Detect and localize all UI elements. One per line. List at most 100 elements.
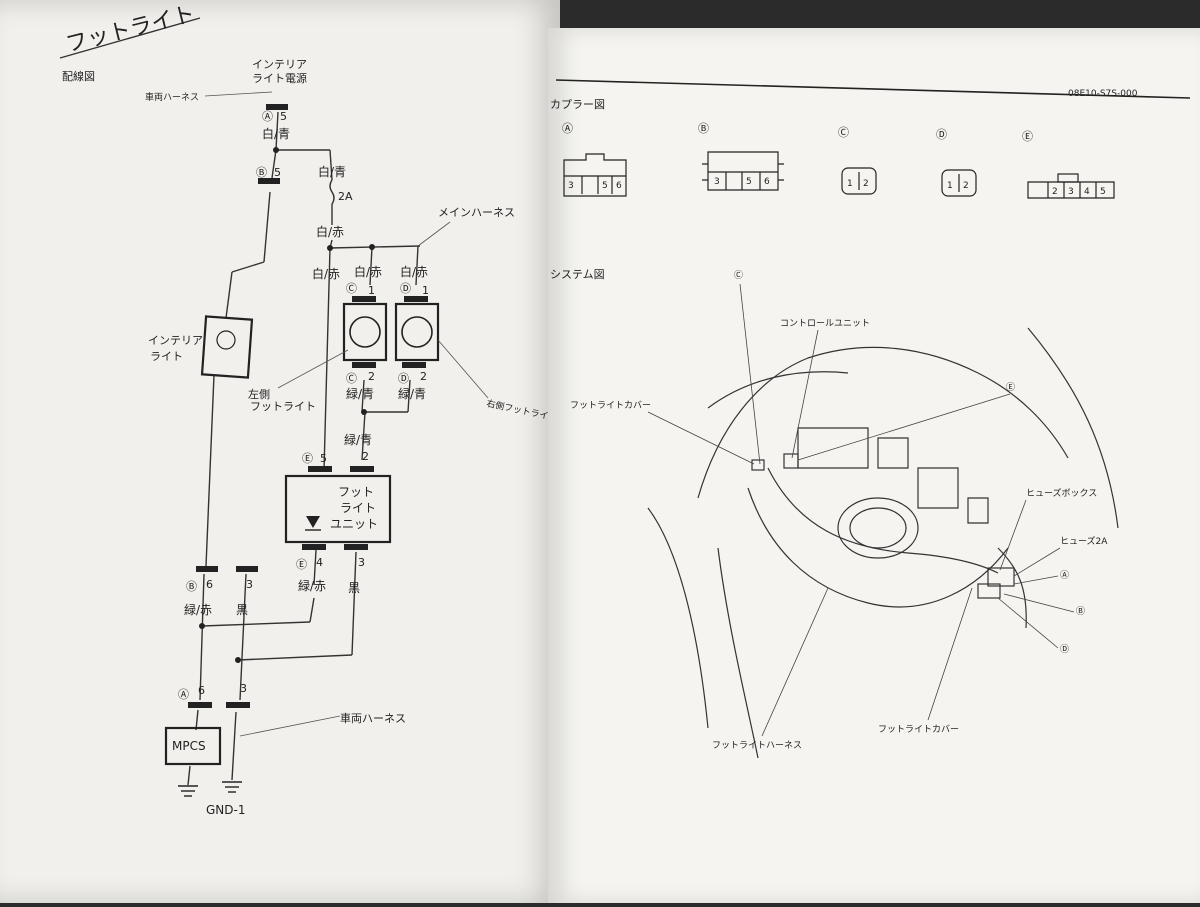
marker-d-system: Ⓓ [1060, 644, 1069, 655]
vehicle-harness-label-top: 車両ハーネス [145, 91, 199, 103]
mpcs-box [164, 726, 222, 766]
left-lamp-bulb-icon [349, 316, 381, 348]
right-page-coupler-system: 08E10-S7S-000 カプラー図 Ⓐ 3 5 6 Ⓑ 3 5 6 Ⓒ 1 … [548, 28, 1200, 903]
pin-b5: 5 [274, 166, 281, 179]
source-label-bottom: ライト電源 [252, 71, 307, 85]
callout-footlight-cover-top: フットライトカバー [570, 400, 651, 411]
coupler-e-mark: Ⓔ [1022, 130, 1033, 143]
wire-label-g-red-2: 緑/赤 [184, 602, 212, 617]
marker-b-system: Ⓑ [1076, 606, 1085, 617]
right-footlight-lamp [394, 302, 440, 362]
coupler-b-pin-5: 5 [746, 177, 752, 187]
pin-e3: 3 [358, 556, 365, 569]
pin-a3: 3 [240, 682, 247, 695]
coupler-a-pin-5: 5 [602, 181, 608, 191]
connector-c-mark-top: Ⓒ [346, 282, 357, 295]
ground-icon-gnd1 [222, 781, 242, 793]
marker-e-system: Ⓔ [1006, 382, 1015, 393]
coupler-d-pin-1: 1 [947, 181, 953, 191]
coupler-e-pin-2: 2 [1052, 187, 1058, 197]
connector-e-mark-top: Ⓔ [302, 452, 313, 465]
footlight-unit-box [284, 474, 392, 544]
coupler-d-mark: Ⓓ [936, 128, 947, 141]
connector-d-mark-bottom: Ⓓ [398, 372, 409, 385]
coupler-a-pin-3: 3 [568, 181, 574, 191]
pin-b3: 3 [246, 578, 253, 591]
connector-c-mark-bottom: Ⓒ [346, 372, 357, 385]
wire-label-w-red-3: 白/赤 [354, 264, 382, 279]
marker-c-system: Ⓒ [734, 270, 743, 281]
wire-label-w-blue-1: 白/青 [262, 126, 290, 141]
source-label-top: インテリア [252, 58, 307, 71]
wire-label-w-red-2: 白/赤 [312, 266, 340, 281]
wire-label-w-red-4: 白/赤 [400, 264, 428, 279]
pin-c1: 1 [368, 284, 375, 297]
pin-e4: 4 [316, 556, 323, 569]
coupler-b-pin-6: 6 [764, 177, 770, 187]
coupler-e-shape [1027, 173, 1115, 199]
fuse-label: 2A [338, 190, 353, 203]
connector-b5 [258, 178, 280, 184]
wire-label-black-2: 黒 [236, 603, 248, 617]
connector-d-mark-top: Ⓓ [400, 282, 411, 295]
coupler-c-pin-1: 1 [847, 179, 853, 189]
callout-footlight-cover-bottom: フットライトカバー [878, 724, 959, 735]
callout-fuse-2a: ヒューズ2A [1060, 535, 1108, 547]
coupler-b-pin-3: 3 [714, 177, 720, 187]
coupler-b-shape [702, 151, 784, 191]
coupler-c-pin-2: 2 [863, 179, 869, 189]
connector-a-top-mark: Ⓐ [262, 110, 273, 123]
coupler-e-pin-3: 3 [1068, 187, 1074, 197]
vehicle-harness-label-bottom: 車両ハーネス [340, 711, 406, 725]
connector-a-mark-bottom: Ⓐ [178, 688, 189, 701]
coupler-a-pin-6: 6 [616, 181, 622, 191]
pin-a6: 6 [198, 684, 205, 697]
coupler-a-shape [563, 153, 627, 197]
coupler-a-mark: Ⓐ [562, 122, 573, 135]
connector-b-mark-top: Ⓑ [256, 166, 267, 179]
left-page-wiring-diagram: フットライト 配線図 インテリア ライト電源 車両ハーネス Ⓐ 5 [0, 0, 560, 903]
interior-light-box [200, 315, 254, 379]
callout-footlight-harness: フットライトハーネス [712, 740, 802, 751]
connector-b-mark-bottom: Ⓑ [186, 580, 197, 593]
interior-light-bulb-icon [216, 330, 236, 350]
main-harness-label: メインハーネス [438, 206, 515, 219]
pin-e5: 5 [320, 452, 327, 465]
pin-c2: 2 [368, 370, 375, 383]
coupler-b-mark: Ⓑ [698, 122, 709, 135]
wire-label-black-1: 黒 [348, 581, 360, 595]
wire-label-g-blue-1: 緑/青 [346, 386, 374, 401]
unit-label-c: ユニット [330, 517, 378, 531]
callout-fuse-box: ヒューズボックス [1026, 487, 1097, 499]
coupler-c-shape [841, 167, 877, 195]
coupler-d-pin-2: 2 [963, 181, 969, 191]
section-title-wiring: 配線図 [62, 69, 95, 83]
wire-label-g-blue-2: 緑/青 [398, 386, 426, 401]
wire-label-w-red-1: 白/赤 [316, 224, 344, 239]
right-lamp-bulb-icon [401, 316, 433, 348]
interior-light-label-a: インテリア [148, 334, 203, 347]
doc-code: 08E10-S7S-000 [1068, 89, 1138, 99]
diode-icon [306, 516, 320, 528]
gnd-label: GND-1 [206, 803, 245, 817]
callout-control-unit: コントロールユニット [780, 319, 870, 329]
coupler-e-pin-4: 4 [1084, 187, 1090, 197]
coupler-e-pin-5: 5 [1100, 187, 1106, 197]
page-title: フットライト [63, 2, 197, 58]
interior-light-label-b: ライト [150, 350, 183, 363]
wire-label-g-red-1: 緑/赤 [298, 578, 326, 593]
coupler-section-title: カプラー図 [550, 98, 605, 111]
left-footlight-label-b: フットライト [250, 400, 316, 413]
coupler-and-system-diagram: 08E10-S7S-000 カプラー図 Ⓐ 3 5 6 Ⓑ 3 5 6 Ⓒ 1 … [550, 79, 1191, 759]
unit-label-a: フット [338, 485, 374, 499]
mpcs-label: MPCS [172, 739, 206, 753]
pin-e2: 2 [362, 450, 369, 463]
connector-e-mark-bottom: Ⓔ [296, 558, 307, 571]
ground-icon-mpcs [178, 785, 198, 797]
system-section-title: システム図 [550, 268, 605, 281]
pin-b6: 6 [206, 578, 213, 591]
wire-label-w-blue-2: 白/青 [318, 164, 346, 179]
marker-a-system: Ⓐ [1060, 570, 1069, 581]
connector-a5-top [266, 104, 288, 110]
unit-label-b: ライト [340, 501, 376, 515]
